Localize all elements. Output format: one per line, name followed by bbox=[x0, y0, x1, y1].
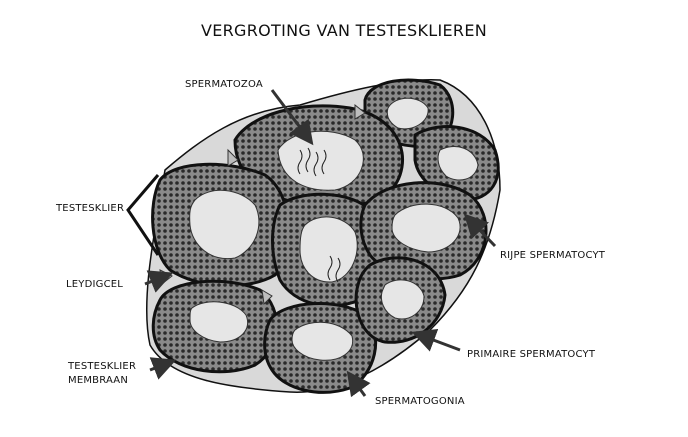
label-spermatogonia: SPERMATOGONIA bbox=[375, 396, 465, 407]
label-rijpe-spermatocyt: RIJPE SPERMATOCYT bbox=[500, 250, 606, 261]
label-membraan-line1: TESTESKLIER bbox=[68, 361, 137, 372]
label-leydigcel: LEYDIGCEL bbox=[66, 279, 124, 290]
arrow-spermatozoa bbox=[270, 89, 314, 146]
label-membraan-line2: MEMBRAAN bbox=[68, 375, 129, 386]
label-spermatozoa: SPERMATOZOA bbox=[185, 79, 263, 90]
tubule-top bbox=[233, 104, 405, 209]
diagram-title: VERGROTING VAN TESTESKLIEREN bbox=[200, 21, 488, 40]
arrow-spermatogonia bbox=[346, 370, 371, 398]
tubule-bottom bbox=[263, 302, 378, 394]
tubule-left bbox=[151, 162, 291, 288]
testesklier-bracket bbox=[126, 174, 160, 256]
tubule-right-bottom bbox=[354, 256, 447, 344]
arrow-rijpe bbox=[463, 213, 497, 248]
tubule-bottom-left bbox=[151, 279, 278, 374]
arrow-membraan bbox=[149, 357, 177, 380]
arrow-leydigcel bbox=[144, 270, 174, 293]
tubule-middle bbox=[271, 192, 384, 308]
arrow-primaire bbox=[411, 329, 461, 352]
label-arrows bbox=[144, 89, 497, 398]
label-testesklier: TESTESKLIER bbox=[56, 203, 125, 214]
label-primaire-spermatocyt: PRIMAIRE SPERMATOCYT bbox=[467, 349, 596, 360]
spermatozoa-tails bbox=[297, 147, 341, 283]
tubule-right-middle bbox=[359, 181, 488, 281]
